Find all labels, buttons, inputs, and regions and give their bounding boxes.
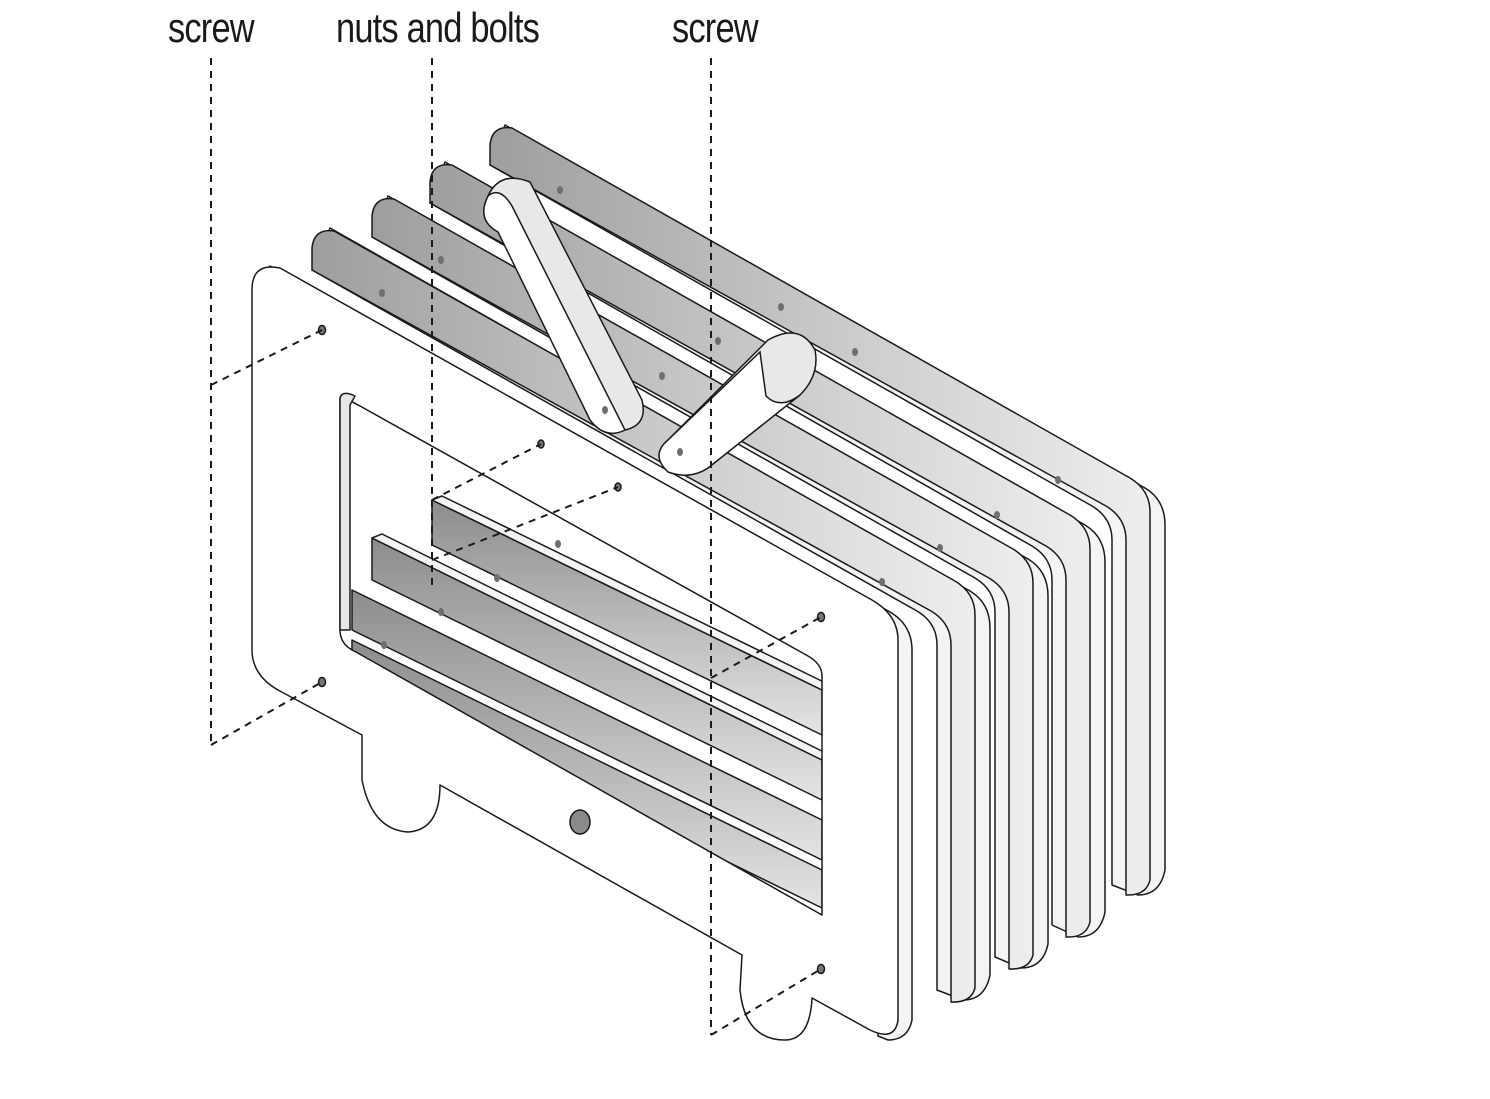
handle-right [658,332,817,476]
fin-2 [311,227,991,1003]
handles [483,177,817,476]
fin-4 [429,161,1106,938]
screw-hole-bottom-left [317,676,327,688]
callout-screw-right: screw [672,4,759,51]
fin-5 [489,124,1166,896]
fin-holes [379,186,1061,649]
callout-screw-left: screw [168,4,255,51]
leader-lines [210,58,822,1036]
center-hole [569,809,591,835]
screw-hole-bottom-right [816,963,826,975]
back-fins [311,124,1166,1003]
inner-slats [351,495,833,909]
front-frame [251,265,913,1041]
callout-nuts-and-bolts: nuts and bolts [336,4,540,51]
fin-3 [371,195,1049,970]
screw-hole-top-right [816,611,826,623]
handle-left [483,177,644,435]
